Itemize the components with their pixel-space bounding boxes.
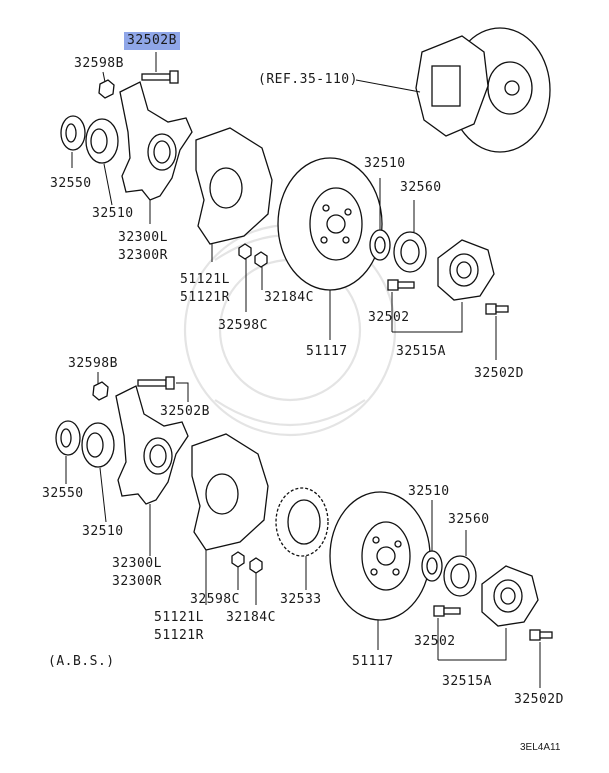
washer-32184c-bottom — [249, 557, 263, 574]
diagram-code: 3EL4A11 — [520, 742, 561, 753]
oil-seal-32550-top — [60, 115, 86, 151]
nut-32598b-top — [98, 79, 115, 99]
hub-32515a-top — [437, 239, 495, 301]
nut-32598b-bottom — [92, 381, 109, 401]
nut-32598c-bottom — [231, 551, 245, 568]
bolt-32502b-bottom — [137, 376, 175, 390]
part-label-32502-bottom[interactable]: 32502 — [414, 634, 456, 649]
part-label-32502b-highlighted[interactable]: 32502B — [124, 32, 180, 50]
ref-label[interactable]: (REF.35-110) — [258, 72, 358, 87]
knuckle-32300-bottom — [115, 385, 189, 505]
part-label-32598c-bottom[interactable]: 32598C — [190, 592, 240, 607]
caliper-ref-drawing — [415, 27, 551, 153]
part-label-32300l[interactable]: 32300L — [118, 230, 168, 245]
part-label-51121l[interactable]: 51121L — [180, 272, 230, 287]
part-label-51121l-bottom[interactable]: 51121L — [154, 610, 204, 625]
bearing-32560-top — [393, 231, 427, 273]
part-label-32550-bottom[interactable]: 32550 — [42, 486, 84, 501]
part-label-32300r[interactable]: 32300R — [118, 248, 168, 263]
part-label-51117-bottom[interactable]: 51117 — [352, 654, 394, 669]
part-label-32300r-bottom[interactable]: 32300R — [112, 574, 162, 589]
bolt-32502d-top — [485, 303, 509, 315]
part-label-32598b-bottom[interactable]: 32598B — [68, 356, 118, 371]
part-label-32510-right[interactable]: 32510 — [364, 156, 406, 171]
hub-32515a-bottom — [481, 565, 539, 627]
dust-shield-51121-top — [195, 127, 273, 245]
part-label-32533[interactable]: 32533 — [280, 592, 322, 607]
part-label-32598b[interactable]: 32598B — [74, 56, 124, 71]
part-label-32560-bottom[interactable]: 32560 — [448, 512, 490, 527]
washer-32184c-top — [254, 251, 268, 268]
part-label-32184c-bottom[interactable]: 32184C — [226, 610, 276, 625]
part-label-51121r-bottom[interactable]: 51121R — [154, 628, 204, 643]
part-label-32515a[interactable]: 32515A — [396, 344, 446, 359]
part-label-32550[interactable]: 32550 — [50, 176, 92, 191]
part-label-32502b-bottom[interactable]: 32502B — [160, 404, 210, 419]
dust-shield-51121-bottom — [191, 433, 269, 551]
abs-label: (A.B.S.) — [48, 654, 115, 669]
part-label-32598c[interactable]: 32598C — [218, 318, 268, 333]
nut-32598c-top — [238, 243, 252, 260]
part-label-51117[interactable]: 51117 — [306, 344, 348, 359]
abs-ring-32533 — [275, 487, 329, 557]
leader-lines-top — [71, 52, 497, 360]
knuckle-32300-top — [119, 81, 193, 201]
bearing-32510-bottom-right — [421, 550, 443, 582]
leader-lines-bottom — [65, 372, 541, 688]
bolt-32502d-bottom — [529, 629, 553, 641]
part-label-32510[interactable]: 32510 — [92, 206, 134, 221]
bearing-32560-bottom — [443, 555, 477, 597]
part-label-32515a-bottom[interactable]: 32515A — [442, 674, 492, 689]
bolt-32502b-top — [141, 70, 179, 84]
part-label-32510-right-bottom[interactable]: 32510 — [408, 484, 450, 499]
part-label-32502d[interactable]: 32502D — [474, 366, 524, 381]
bolt-32502-bottom — [433, 605, 461, 617]
bearing-32510-bottom-left — [81, 422, 115, 468]
part-label-32560[interactable]: 32560 — [400, 180, 442, 195]
oil-seal-32550-bottom — [55, 420, 81, 456]
part-label-32510-bottom[interactable]: 32510 — [82, 524, 124, 539]
bearing-32510-top-right — [369, 229, 391, 261]
brake-disc-51117-top — [277, 157, 383, 291]
part-label-32502d-bottom[interactable]: 32502D — [514, 692, 564, 707]
part-label-32502[interactable]: 32502 — [368, 310, 410, 325]
bearing-32510-top-left — [85, 118, 119, 164]
part-label-32184c[interactable]: 32184C — [264, 290, 314, 305]
brake-disc-51117-bottom — [329, 491, 431, 621]
part-label-32300l-bottom[interactable]: 32300L — [112, 556, 162, 571]
part-label-51121r[interactable]: 51121R — [180, 290, 230, 305]
bolt-32502-top — [387, 279, 415, 291]
